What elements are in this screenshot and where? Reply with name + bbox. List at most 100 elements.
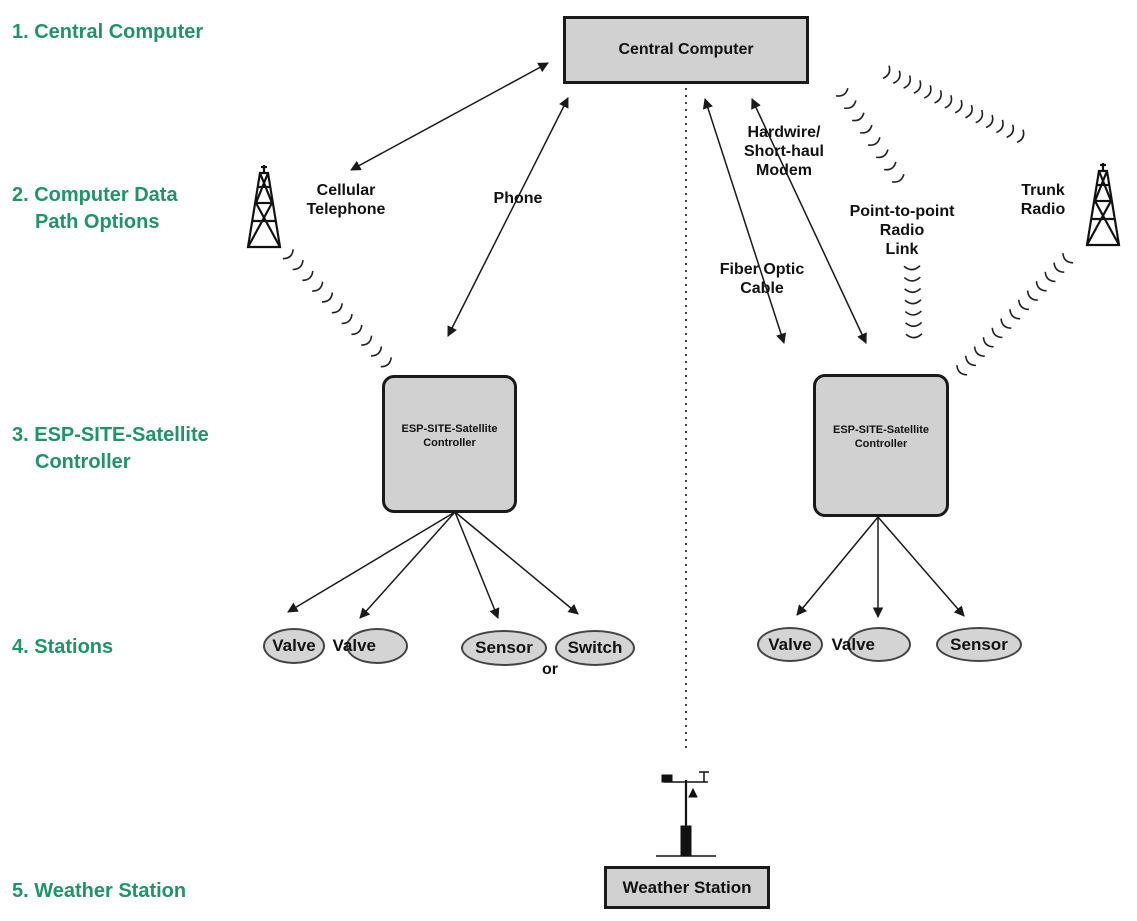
radio-wave-arc bbox=[991, 327, 1003, 339]
radio-wave-arc bbox=[292, 259, 304, 271]
radio-wave-arc bbox=[1017, 299, 1029, 311]
radio-wave-arc bbox=[985, 114, 994, 129]
fiber-label-line2: Cable bbox=[740, 280, 784, 297]
radio-wave-arc bbox=[380, 357, 392, 368]
radio-wave-icon bbox=[956, 253, 1074, 376]
radio-wave-arc bbox=[913, 80, 922, 94]
radio-wave-arc bbox=[1009, 309, 1021, 320]
radio-wave-arc bbox=[892, 70, 901, 84]
radio-wave-arc bbox=[860, 124, 873, 134]
right-valve-station-2: Valve bbox=[832, 627, 911, 662]
trunk-radio-label: Trunk Radio bbox=[1021, 181, 1065, 219]
radio-wave-arc bbox=[934, 90, 942, 104]
phone-arrow bbox=[447, 97, 569, 337]
left-station-arrow-4 bbox=[454, 511, 579, 615]
radio-wave-arc bbox=[982, 337, 994, 348]
left-station-arrow-2 bbox=[359, 511, 456, 619]
radio-wave-arc bbox=[1053, 262, 1065, 273]
central-computer-box: Central Computer bbox=[563, 16, 809, 84]
radio-wave-icon bbox=[282, 249, 392, 368]
radio-link-label-line3: Link bbox=[885, 241, 919, 258]
left-station-arrow-3 bbox=[454, 511, 500, 619]
cellular-telephone-label: Cellular Telephone bbox=[307, 181, 386, 219]
radio-wave-arc bbox=[903, 75, 912, 89]
radio-wave-icon bbox=[903, 265, 923, 339]
step-central-computer: 1. Central Computer bbox=[12, 21, 204, 43]
radio-wave-arc bbox=[312, 281, 324, 292]
radio-wave-arc bbox=[868, 137, 881, 146]
left-station-arrow-1 bbox=[287, 511, 456, 613]
radio-wave-arc bbox=[1000, 318, 1012, 329]
left-sensor-label: Sensor bbox=[475, 638, 533, 657]
radio-wave-arc bbox=[1016, 129, 1025, 144]
right-controller-label-line1: ESP-SITE-Satellite bbox=[833, 424, 929, 436]
radio-link-label-line2: Radio bbox=[879, 222, 925, 239]
step-controller-line1: 3. ESP-SITE-Satellite bbox=[12, 424, 209, 446]
radio-wave-arc bbox=[302, 270, 314, 282]
left-switch-station: Switch bbox=[555, 630, 635, 666]
weather-station-box: Weather Station bbox=[604, 866, 770, 909]
radio-wave-arc bbox=[351, 324, 363, 336]
step-data-path-line2: Path Options bbox=[35, 211, 160, 233]
step-data-path-line1: 2. Computer Data bbox=[12, 184, 178, 206]
right-controller-box: ESP-SITE-Satellite Controller bbox=[813, 374, 949, 517]
right-sensor-label: Sensor bbox=[950, 634, 1008, 654]
central-computer-label: Central Computer bbox=[618, 41, 754, 58]
hardwire-label: Hardwire/ Short-haul Modem bbox=[744, 123, 824, 180]
right-sensor-station: Sensor bbox=[936, 627, 1022, 662]
right-valve-station-1: Valve bbox=[757, 627, 823, 662]
left-controller-label-line2: Controller bbox=[423, 437, 476, 449]
right-station-arrow-3 bbox=[877, 516, 965, 617]
step-stations: 4. Stations bbox=[12, 636, 114, 658]
radio-link-label: Point-to-point Radio Link bbox=[850, 202, 955, 259]
radio-wave-arc bbox=[1044, 271, 1056, 283]
weather-station-icon bbox=[656, 771, 716, 857]
radio-wave-arc bbox=[884, 161, 897, 171]
cellular-arrow bbox=[350, 62, 549, 171]
radio-wave-arc bbox=[331, 303, 343, 314]
or-label: or bbox=[542, 661, 558, 678]
radio-wave-arc bbox=[944, 94, 953, 109]
radio-wave-arc bbox=[965, 104, 973, 119]
left-controller-label-line1: ESP-SITE-Satellite bbox=[401, 423, 498, 435]
left-valve-1-label: Valve bbox=[272, 636, 316, 655]
fiber-optic-label: Fiber Optic Cable bbox=[720, 260, 804, 298]
radio-wave-arc bbox=[844, 100, 857, 110]
left-controller-box: ESP-SITE-Satellite Controller bbox=[382, 375, 517, 513]
trunk-label-line2: Radio bbox=[1020, 201, 1066, 218]
radio-wave-arc bbox=[964, 355, 976, 367]
radio-wave-arc bbox=[904, 287, 922, 294]
step-weather-station: 5. Weather Station bbox=[12, 880, 187, 902]
radio-tower-icon bbox=[246, 165, 282, 249]
radio-wave-arc bbox=[321, 292, 334, 303]
radio-tower-icon bbox=[1085, 163, 1121, 247]
radio-wave-arc bbox=[923, 85, 932, 99]
radio-wave-arc bbox=[341, 313, 353, 325]
phone-label: Phone bbox=[493, 190, 543, 207]
right-valve-1-label: Valve bbox=[768, 634, 812, 654]
radio-wave-arc bbox=[1035, 281, 1047, 292]
radio-wave-arc bbox=[973, 346, 985, 357]
radio-wave-arc bbox=[905, 333, 923, 339]
left-valve-station-2: Valve bbox=[333, 628, 408, 664]
radio-wave-arc bbox=[282, 249, 294, 260]
left-switch-label: Switch bbox=[567, 638, 623, 657]
trunk-label-line1: Trunk bbox=[1021, 182, 1065, 199]
left-valve-2-label: Valve bbox=[332, 636, 377, 655]
radio-wave-arc bbox=[882, 65, 891, 80]
weather-station-label: Weather Station bbox=[622, 877, 752, 897]
radio-wave-arc bbox=[903, 276, 921, 282]
radio-wave-arc bbox=[975, 109, 984, 124]
radio-wave-arc bbox=[904, 310, 922, 316]
fiber-label-line1: Fiber Optic bbox=[719, 261, 805, 278]
radio-wave-arc bbox=[836, 87, 849, 97]
hardwire-label-line2: Short-haul bbox=[744, 143, 824, 160]
radio-wave-arc bbox=[852, 112, 865, 122]
radio-wave-arc bbox=[876, 149, 889, 159]
radio-wave-arc bbox=[1006, 124, 1015, 139]
radio-wave-arc bbox=[1062, 253, 1074, 264]
right-valve-2-label: Valve bbox=[831, 634, 876, 654]
right-station-arrow-1 bbox=[796, 516, 879, 616]
left-valve-station-1: Valve bbox=[263, 628, 325, 664]
